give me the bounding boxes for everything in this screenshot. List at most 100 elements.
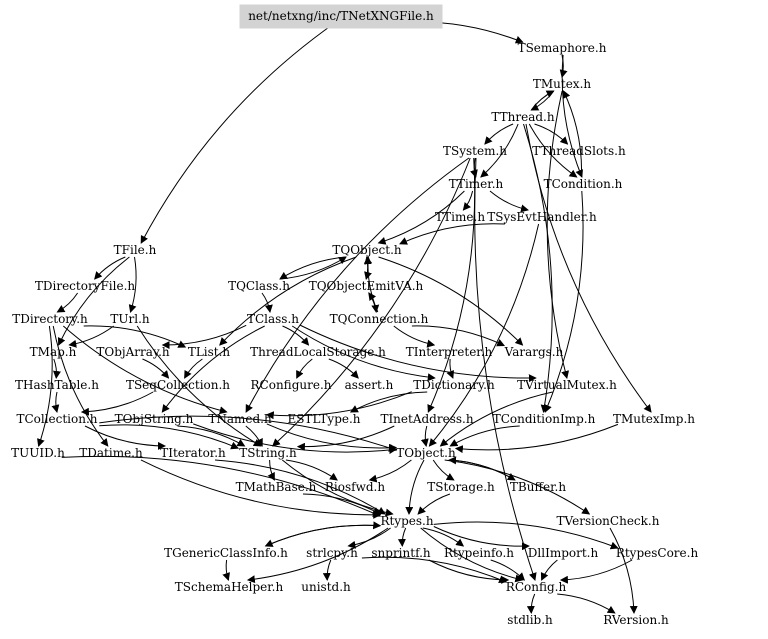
node-RVersion[interactable]: RVersion.h <box>603 613 669 627</box>
node-TInetAddress[interactable]: TInetAddress.h <box>380 412 473 426</box>
edge-RConfig-to-RVersion <box>557 593 616 614</box>
node-TObject[interactable]: TObject.h <box>396 446 456 460</box>
node-label: ESTLType.h <box>287 412 360 426</box>
edge-TDirectory-to-TDatime <box>52 325 109 447</box>
node-TGenericClassInfo[interactable]: TGenericClassInfo.h <box>164 546 288 560</box>
node-RConfig[interactable]: RConfig.h <box>506 580 567 594</box>
edge-TDictionary-to-ESTLType <box>349 391 428 413</box>
node-RtypesCore[interactable]: RtypesCore.h <box>616 546 699 560</box>
node-TDirectory[interactable]: TDirectory.h <box>12 312 88 326</box>
node-TCollection[interactable]: TCollection.h <box>16 412 97 426</box>
node-TMathBase[interactable]: TMathBase.h <box>236 480 317 494</box>
edge-TObject-to-TVersionCheck <box>444 459 591 515</box>
node-label: TMutex.h <box>533 77 592 91</box>
edge-TDirectoryFile-to-TDirectory <box>56 292 79 313</box>
node-label: RtypesCore.h <box>616 546 699 560</box>
node-label: strlcpy.h <box>306 546 358 560</box>
node-TClass[interactable]: TClass.h <box>247 312 299 326</box>
edge-TObject-to-Riosfwd <box>368 459 412 483</box>
node-TThread[interactable]: TThread.h <box>491 110 554 124</box>
edge-TFile-to-TMap <box>57 256 130 346</box>
edge-TClass-to-TObjString <box>161 325 265 413</box>
node-label: TSysEvtHandler.h <box>487 210 597 224</box>
edge-TQConnection-to-Varargs <box>411 325 506 347</box>
node-TMutex[interactable]: TMutex.h <box>533 77 592 91</box>
node-TInterpreter[interactable]: TInterpreter.h <box>406 345 493 359</box>
node-TSystem[interactable]: TSystem.h <box>443 144 507 158</box>
node-ThreadLocalStorage[interactable]: ThreadLocalStorage.h <box>250 345 386 359</box>
node-label: unistd.h <box>301 580 351 594</box>
node-TObjString[interactable]: TObjString.h <box>115 412 194 426</box>
node-strlcpy[interactable]: strlcpy.h <box>306 546 358 560</box>
node-ESTLType[interactable]: ESTLType.h <box>287 412 360 426</box>
node-Rtypeinfo[interactable]: Rtypeinfo.h <box>444 546 514 560</box>
node-label: TInterpreter.h <box>406 345 493 359</box>
node-label: TClass.h <box>247 312 299 326</box>
edge-Rtypes-to-RtypesCore <box>433 521 619 550</box>
edge-TVirtualMutex-to-TObject <box>439 391 553 447</box>
node-snprintf[interactable]: snprintf.h <box>371 546 431 560</box>
node-TQConnection[interactable]: TQConnection.h <box>330 312 429 326</box>
node-assert[interactable]: assert.h <box>345 378 394 392</box>
node-label: net/netxng/inc/TNetXNGFile.h <box>248 9 434 23</box>
node-TDatime[interactable]: TDatime.h <box>79 446 143 460</box>
node-label: TMutexImp.h <box>613 412 695 426</box>
node-label: TThread.h <box>491 110 554 124</box>
node-Varargs[interactable]: Varargs.h <box>504 345 564 359</box>
node-label: RVersion.h <box>603 613 669 627</box>
edge-RtypesCore-to-RConfig <box>559 559 633 584</box>
edge-TBuffer-to-TObject <box>448 456 516 481</box>
node-TObjArray[interactable]: TObjArray.h <box>96 345 170 359</box>
node-TTime[interactable]: TTime.h <box>435 210 485 224</box>
node-TQClass[interactable]: TQClass.h <box>228 279 290 293</box>
node-DllImport[interactable]: DllImport.h <box>528 546 599 560</box>
node-label: TNamed.h <box>208 412 272 426</box>
edge-TClass-to-TDictionary <box>291 325 436 382</box>
edge-Rtypes-to-snprintf <box>397 527 407 547</box>
node-Riosfwd[interactable]: Riosfwd.h <box>325 480 385 494</box>
node-TFile[interactable]: TFile.h <box>114 243 157 257</box>
node-TSchemaHelper[interactable]: TSchemaHelper.h <box>175 580 284 594</box>
edge-Rtypes-to-RConfig <box>420 527 524 583</box>
node-stdlib[interactable]: stdlib.h <box>507 613 553 627</box>
node-label: TQObject.h <box>332 243 402 257</box>
node-label: TTime.h <box>435 210 485 224</box>
node-TSysEvtHandler[interactable]: TSysEvtHandler.h <box>487 210 597 224</box>
node-unistd[interactable]: unistd.h <box>301 580 351 594</box>
node-TTimer[interactable]: TTimer.h <box>449 177 504 191</box>
edge-TTimer-to-TTime <box>462 190 474 211</box>
node-THashTable[interactable]: THashTable.h <box>15 378 99 392</box>
edge-TSeqCollection-to-TCollection <box>80 391 154 416</box>
node-TSeqCollection[interactable]: TSeqCollection.h <box>126 378 230 392</box>
edge-TQClass-to-TClass <box>261 292 273 313</box>
edge-TSystem-to-TNamed <box>245 157 470 413</box>
node-label: TString.h <box>239 446 297 460</box>
node-root[interactable]: net/netxng/inc/TNetXNGFile.h <box>239 4 443 29</box>
node-TConditionImp[interactable]: TConditionImp.h <box>493 412 596 426</box>
node-Rtypes[interactable]: Rtypes.h <box>380 514 433 528</box>
node-TIterator[interactable]: TIterator.h <box>160 446 226 460</box>
node-TStorage[interactable]: TStorage.h <box>427 480 495 494</box>
node-RConfigure[interactable]: RConfigure.h <box>251 378 332 392</box>
node-TBuffer[interactable]: TBuffer.h <box>510 480 566 494</box>
node-TQObject[interactable]: TQObject.h <box>332 243 402 257</box>
node-TSemaphore[interactable]: TSemaphore.h <box>518 41 607 55</box>
node-TList[interactable]: TList.h <box>188 345 231 359</box>
node-TDictionary[interactable]: TDictionary.h <box>413 378 495 392</box>
node-TDirectoryFile[interactable]: TDirectoryFile.h <box>35 279 136 293</box>
node-TCondition[interactable]: TCondition.h <box>544 177 623 191</box>
node-TMap[interactable]: TMap.h <box>30 345 77 359</box>
node-TUUID[interactable]: TUUID.h <box>11 446 65 460</box>
node-TThreadSlots[interactable]: TThreadSlots.h <box>532 144 626 158</box>
node-TString[interactable]: TString.h <box>239 446 297 460</box>
node-TVersionCheck[interactable]: TVersionCheck.h <box>557 514 660 528</box>
node-TNamed[interactable]: TNamed.h <box>208 412 272 426</box>
node-TQObjectEmitVA[interactable]: TQObjectEmitVA.h <box>309 279 424 293</box>
node-TUrl[interactable]: TUrl.h <box>110 312 150 326</box>
edge-TDatime-to-Rtypes <box>140 459 382 519</box>
node-TMutexImp[interactable]: TMutexImp.h <box>613 412 695 426</box>
node-TVirtualMutex[interactable]: TVirtualMutex.h <box>517 378 617 392</box>
edge-TClass-to-TVirtualMutex <box>299 324 537 383</box>
node-label: ThreadLocalStorage.h <box>250 345 386 359</box>
node-label: TUUID.h <box>11 446 65 460</box>
